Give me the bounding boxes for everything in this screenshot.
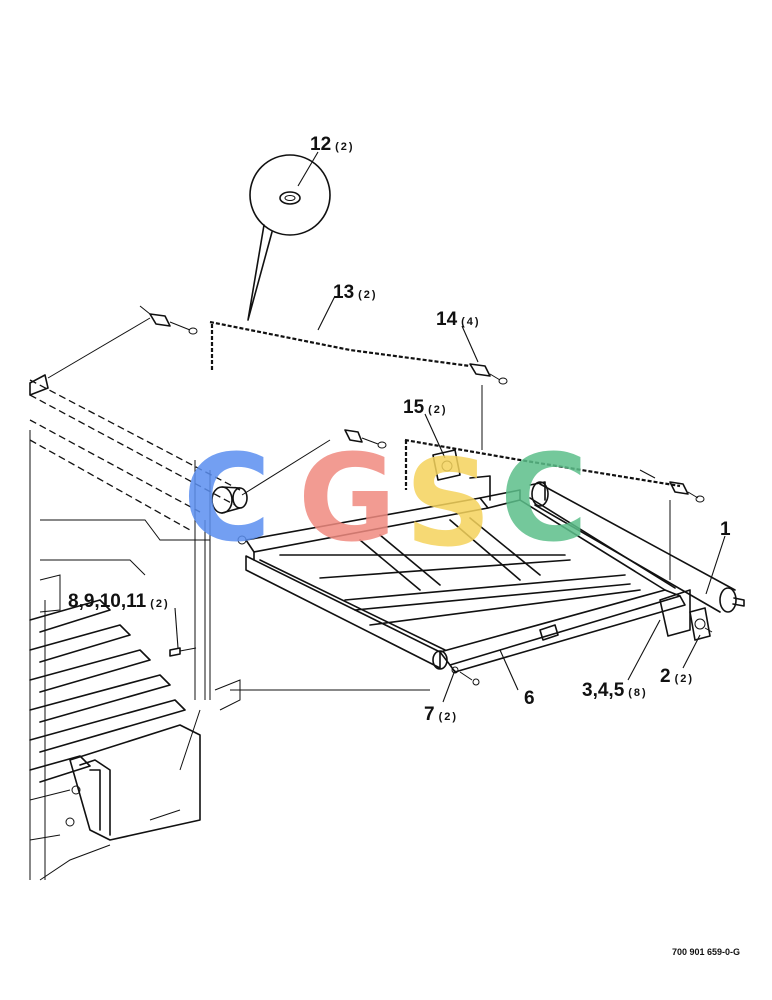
upper-chain: [139, 305, 508, 385]
callout-6: 6: [524, 688, 535, 709]
bearing-plates: [432, 449, 713, 641]
document-number: 700 901 659-0-G: [672, 947, 740, 957]
detail-bubble: [247, 154, 331, 321]
watermark-letter-1: C: [183, 430, 271, 569]
callout-13: 13(2): [333, 282, 378, 303]
callout-8-9-10-11: 8,9,10,11(2): [68, 591, 170, 612]
callout-1: 1: [720, 519, 731, 540]
callout-7: 7(2): [424, 704, 458, 725]
machine-housing: [29, 374, 430, 881]
frame: [245, 475, 686, 686]
callout-3-4-5: 3,4,5(8): [582, 680, 648, 701]
callout-12: 12(2): [310, 134, 355, 155]
lower-chain: [344, 429, 705, 503]
watermark-letter-3: S: [405, 435, 491, 574]
leaders: [174, 151, 726, 703]
callout-labels: 12(2) 13(2) 14(4) 15(2) 1 8,9,10,11(2) 2…: [68, 134, 731, 725]
roller: [529, 481, 745, 613]
support-wires: [47, 317, 671, 580]
watermark-letter-4: C: [500, 430, 588, 569]
watermark: C G S C: [183, 430, 588, 574]
watermark-letter-2: G: [298, 430, 397, 569]
callout-2: 2(2): [660, 666, 694, 687]
callout-14: 14(4): [436, 309, 481, 330]
callout-15: 15(2): [403, 397, 448, 418]
